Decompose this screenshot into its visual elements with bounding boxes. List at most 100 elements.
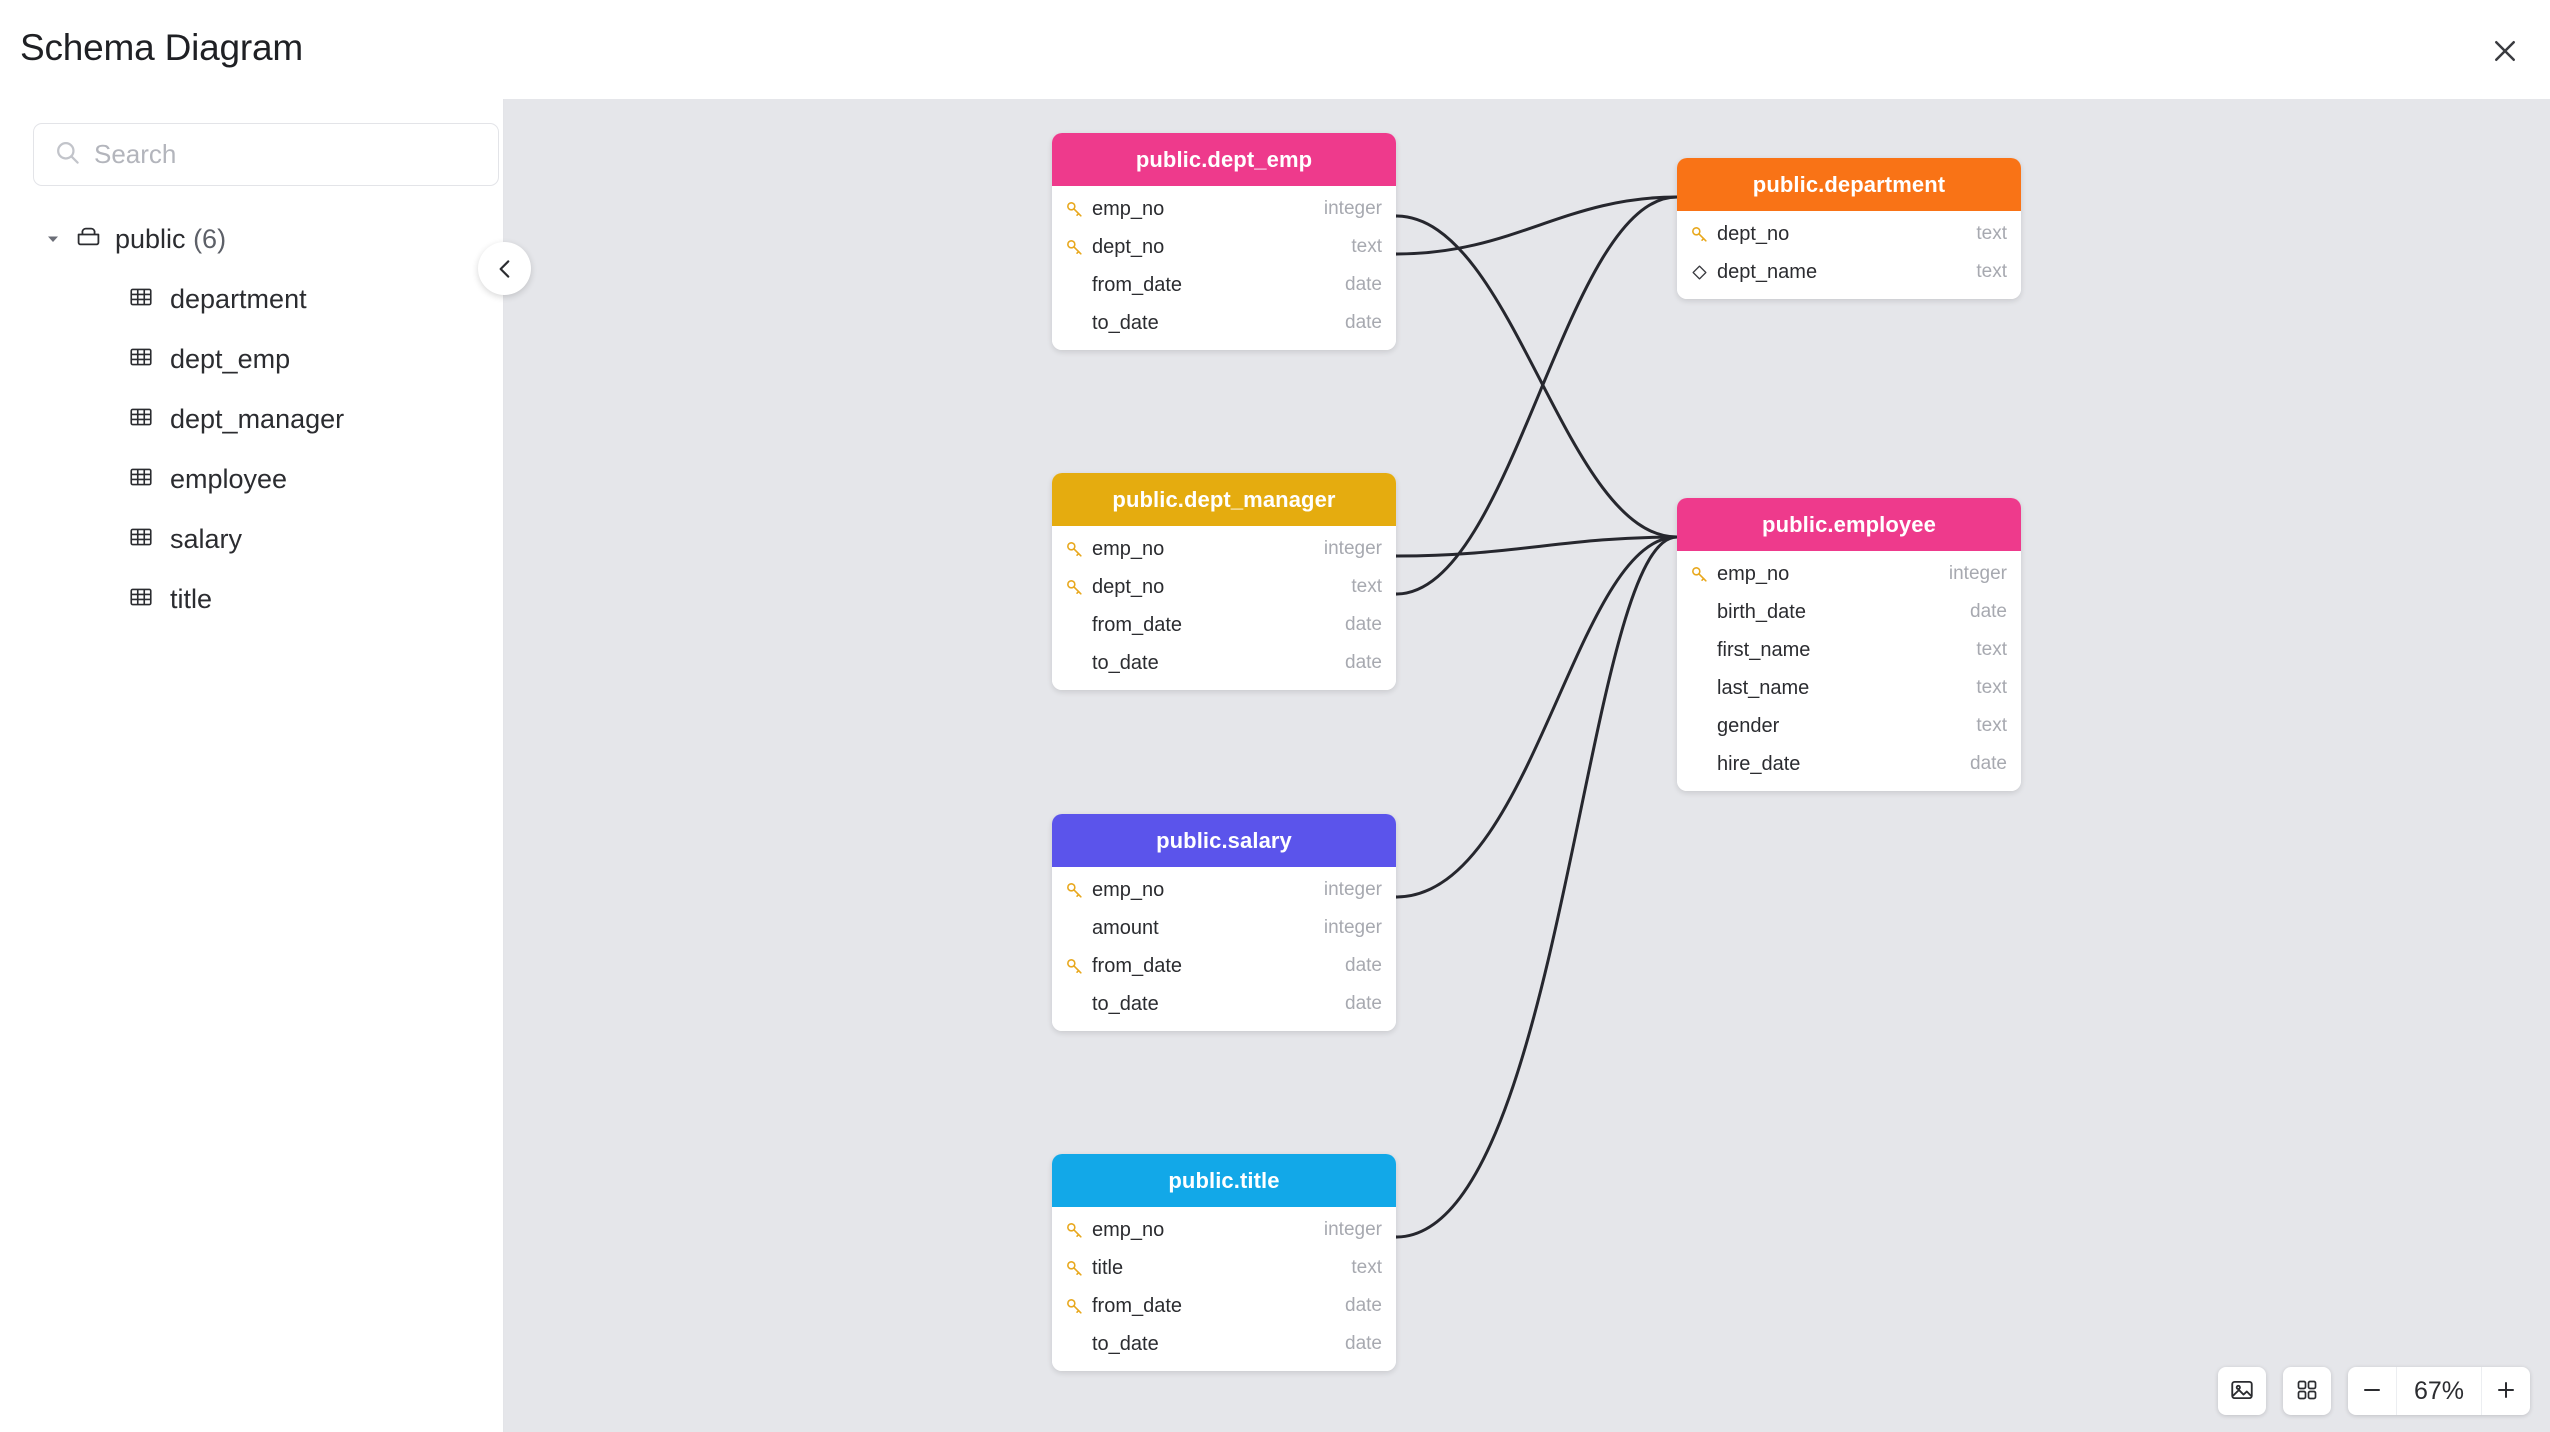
column-name: from_date	[1092, 1294, 1183, 1317]
table-row[interactable]: to_date date	[1052, 304, 1396, 342]
column-type: text	[1351, 576, 1382, 597]
table-row[interactable]: emp_no integer	[1052, 530, 1396, 568]
table-icon	[128, 584, 154, 615]
column-type: integer	[1323, 917, 1382, 938]
table-icon	[128, 464, 154, 495]
zoom-level-label[interactable]: 67%	[2396, 1367, 2482, 1415]
schema-tree: public (6) department dept_emp dept_manage…	[0, 209, 503, 629]
sidebar-item-dept_manager[interactable]: dept_manager	[0, 389, 503, 449]
sidebar-item-salary[interactable]: salary	[0, 509, 503, 569]
key-icon	[1689, 224, 1709, 244]
table-node-header[interactable]: public.title	[1052, 1154, 1396, 1207]
caret-down-icon[interactable]	[44, 230, 62, 248]
sidebar-item-department[interactable]: department	[0, 269, 503, 329]
sidebar-item-title[interactable]: title	[0, 569, 503, 629]
column-type: date	[1345, 274, 1382, 295]
table-node-header[interactable]: public.department	[1677, 158, 2021, 211]
search-input[interactable]	[94, 134, 478, 175]
table-icon	[128, 404, 154, 435]
table-icon	[128, 344, 154, 375]
column-name: hire_date	[1717, 752, 1801, 775]
no-constraint-icon	[1689, 754, 1709, 774]
column-name: emp_no	[1092, 537, 1165, 560]
zoom-in-button[interactable]	[2482, 1367, 2530, 1415]
tree-node-schema-public[interactable]: public (6)	[0, 209, 503, 269]
table-row[interactable]: last_name text	[1677, 669, 2021, 707]
column-name: emp_no	[1717, 562, 1790, 585]
column-type: date	[1970, 601, 2007, 622]
column-name: to_date	[1092, 1332, 1159, 1355]
column-name: dept_no	[1717, 222, 1790, 245]
column-type: text	[1351, 1257, 1382, 1278]
column-name: to_date	[1092, 311, 1159, 334]
column-name: emp_no	[1092, 197, 1165, 220]
table-node-header[interactable]: public.dept_manager	[1052, 473, 1396, 526]
search-icon	[54, 139, 81, 171]
key-icon	[1064, 577, 1084, 597]
no-constraint-icon	[1689, 678, 1709, 698]
column-type: date	[1345, 312, 1382, 333]
close-icon[interactable]	[2478, 24, 2532, 78]
table-node-header[interactable]: public.employee	[1677, 498, 2021, 551]
table-row[interactable]: from_date date	[1052, 266, 1396, 304]
grid-layout-icon	[2295, 1378, 2319, 1405]
zoom-out-button[interactable]	[2348, 1367, 2396, 1415]
key-icon	[1064, 880, 1084, 900]
key-icon	[1064, 237, 1084, 257]
sidebar-collapse-button[interactable]	[478, 242, 531, 295]
schema-table-count: (6)	[193, 223, 227, 254]
column-type: date	[1345, 614, 1382, 635]
export-image-button[interactable]	[2218, 1367, 2266, 1415]
column-type: text	[1976, 223, 2007, 244]
table-node-title: public.dept_manager	[1112, 486, 1336, 512]
schema-name-text: public	[115, 223, 186, 254]
column-name: emp_no	[1092, 878, 1165, 901]
column-name: from_date	[1092, 273, 1183, 296]
table-node-header[interactable]: public.dept_emp	[1052, 133, 1396, 186]
table-row[interactable]: from_date date	[1052, 1287, 1396, 1325]
column-name: emp_no	[1092, 1218, 1165, 1241]
sidebar-item-dept_emp[interactable]: dept_emp	[0, 329, 503, 389]
table-node-header[interactable]: public.salary	[1052, 814, 1396, 867]
sidebar-item-employee[interactable]: employee	[0, 449, 503, 509]
table-icon	[128, 524, 154, 555]
key-icon	[1689, 564, 1709, 584]
sidebar-item-label: dept_emp	[170, 343, 291, 374]
auto-layout-button[interactable]	[2283, 1367, 2331, 1415]
table-row[interactable]: dept_no text	[1677, 215, 2021, 253]
column-name: last_name	[1717, 676, 1810, 699]
sidebar-item-label: dept_manager	[170, 403, 345, 434]
sidebar: public (6) department dept_emp dept_manage…	[0, 99, 504, 1432]
column-type: integer	[1323, 538, 1382, 559]
column-type: text	[1976, 677, 2007, 698]
search-box[interactable]	[33, 123, 499, 186]
column-type: date	[1345, 1295, 1382, 1316]
